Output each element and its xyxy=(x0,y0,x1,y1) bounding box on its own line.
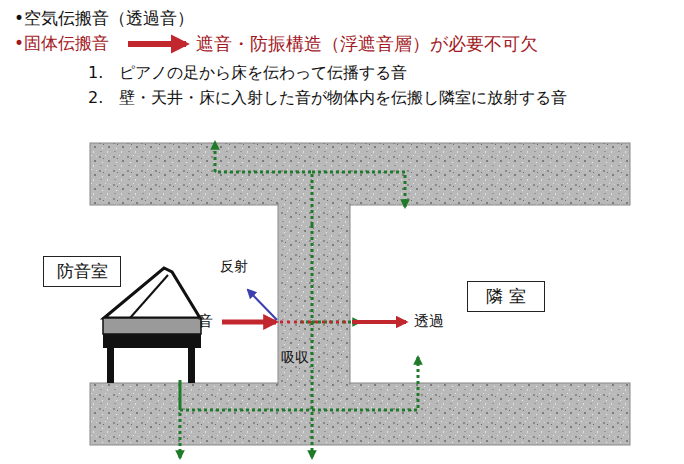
ceiling-slab xyxy=(90,143,630,205)
reflect-arrow xyxy=(248,290,277,320)
room-box: 防音室 xyxy=(43,256,121,287)
reflect-label: 反射 xyxy=(220,258,248,275)
room-name: 防音室 xyxy=(57,260,108,283)
list-item: 2. 壁・天井・床に入射した音が物体内を伝搬し隣室に放射する音 xyxy=(88,88,567,107)
transmit-label: 透過 xyxy=(414,312,444,330)
transmission-dots xyxy=(280,321,350,324)
transmit-arrow xyxy=(352,320,406,324)
wall xyxy=(278,204,350,384)
section-heading: •固体伝搬音 xyxy=(14,33,109,53)
sound-label: 音 xyxy=(198,312,213,330)
requirement-note: 遮音・防振構造（浮遮音層）が必要不可欠 xyxy=(196,33,538,55)
floor-slab xyxy=(90,383,630,445)
vibration-paths xyxy=(180,142,418,458)
wall-joint xyxy=(279,200,349,208)
list-item: 1. ピアノの足から床を伝わって伝播する音 xyxy=(88,63,407,82)
incident-arrow xyxy=(222,320,276,325)
room-name: 隣 室 xyxy=(486,285,525,308)
section-heading: •空気伝搬音（透過音） xyxy=(14,8,194,28)
absorb-label: 吸収 xyxy=(280,349,310,366)
header-arrow xyxy=(128,41,186,47)
room-box: 隣 室 xyxy=(467,281,545,312)
wall-joint xyxy=(279,380,349,388)
